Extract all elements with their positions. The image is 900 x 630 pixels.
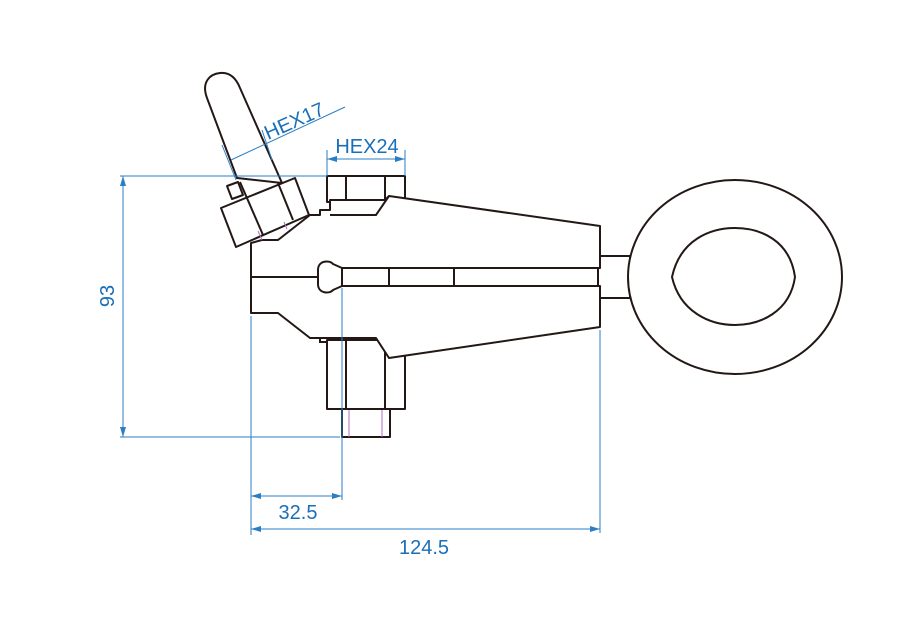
thread-line bbox=[257, 230, 263, 241]
dimension-hex24: HEX24 bbox=[326, 136, 406, 176]
lower-jaw bbox=[250, 276, 601, 359]
offset-label: 32.5 bbox=[279, 502, 318, 524]
tilted-handle-assembly bbox=[204, 71, 310, 248]
hex24-label: HEX24 bbox=[335, 136, 398, 158]
dimension-offset: 32.5 bbox=[250, 288, 343, 535]
extension-line bbox=[221, 144, 237, 181]
body-step bbox=[319, 338, 327, 343]
eye-ring bbox=[597, 179, 843, 375]
body-step bbox=[330, 195, 390, 216]
dimension-line bbox=[230, 106, 346, 161]
nut-edge bbox=[277, 182, 294, 221]
hex17-label: HEX17 bbox=[261, 99, 328, 145]
nut-edge bbox=[239, 181, 264, 236]
upper-jaw bbox=[250, 195, 601, 278]
dimension-length: 124.5 bbox=[251, 330, 601, 559]
thread-line bbox=[283, 221, 288, 230]
length-label: 124.5 bbox=[399, 537, 449, 559]
ring-hole bbox=[671, 227, 796, 326]
handle-lever bbox=[204, 71, 283, 184]
extension-line bbox=[261, 129, 273, 161]
arrowheads bbox=[251, 493, 342, 499]
dimension-height: 93 bbox=[97, 175, 340, 438]
height-label: 93 bbox=[97, 285, 119, 307]
clamp-body bbox=[250, 195, 601, 359]
handle-tab bbox=[226, 181, 244, 200]
ring-connector bbox=[597, 255, 631, 299]
angled-hex-nut bbox=[220, 177, 310, 248]
